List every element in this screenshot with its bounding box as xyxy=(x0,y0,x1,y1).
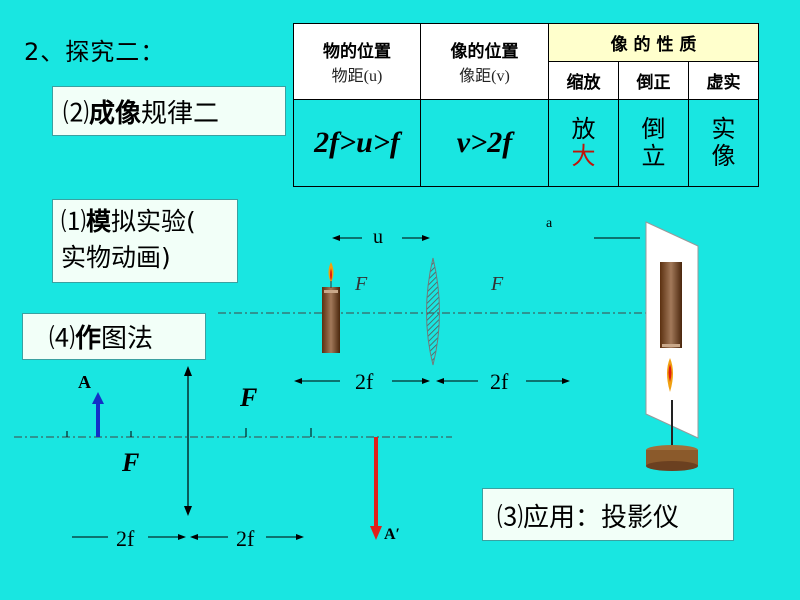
imaging-rule-box[interactable]: ⑵成像规律二 xyxy=(52,86,286,136)
ray-lens-bottom-head xyxy=(184,506,192,516)
object-arrow-A-head xyxy=(92,392,104,404)
image-properties-header: 像 的 性 质 xyxy=(548,23,759,62)
twof-left-label: 2f xyxy=(355,369,374,394)
rule-box-number: ⑵ xyxy=(63,99,90,129)
image-distance-label: 像距(v) xyxy=(459,68,510,85)
simulation-rest2: 实物动画) xyxy=(61,243,171,272)
simulation-bold: 模 xyxy=(86,207,112,236)
point-A-prime-label: A′ xyxy=(384,526,401,543)
imaging-properties-table: 物的位置 物距(u) 像的位置 像距(v) 像 的 性 质 缩放 倒正 虚实 2… xyxy=(293,23,759,187)
drawing-method-box[interactable]: ⑷作图法 xyxy=(22,313,206,360)
twof-right-label: 2f xyxy=(490,369,509,394)
simulation-rest1: 拟实验( xyxy=(111,207,196,236)
scale-char-2: 大 xyxy=(571,142,596,170)
projected-candle-image xyxy=(660,262,682,392)
twof-right-arrow-b-head xyxy=(562,378,570,384)
simulation-experiment-box[interactable]: ⑴模拟实验( 实物动画) xyxy=(52,199,238,283)
rule-box-rest: 规律二 xyxy=(141,99,220,129)
orientation-char-1: 倒 xyxy=(641,115,666,143)
rule-box-bold: 成像 xyxy=(89,99,142,129)
image-position-cell: v>2f xyxy=(420,99,549,187)
application-box[interactable]: ⑶应用：投影仪 xyxy=(482,488,734,541)
simulation-line-1: ⑴模拟实验( xyxy=(61,204,237,240)
object-distance-label: 物距(u) xyxy=(331,68,383,85)
simulation-number: ⑴ xyxy=(61,207,87,236)
ray-twof-left-label: 2f xyxy=(116,526,135,551)
scale-cell: 放 大 xyxy=(548,99,619,187)
slide-title: 2、探究二： xyxy=(24,38,166,66)
image-position-header: 像的位置 像距(v) xyxy=(420,23,549,100)
scale-header: 缩放 xyxy=(548,61,619,100)
u-label: u xyxy=(373,226,383,248)
u-right-arrow-head xyxy=(422,235,430,241)
candle-object xyxy=(322,262,340,353)
convex-lens xyxy=(426,257,440,366)
u-left-arrow-head xyxy=(332,235,340,241)
f-lower-label: F xyxy=(122,448,140,477)
image-position-label: 像的位置 xyxy=(450,42,519,62)
ray-twof-right-label: 2f xyxy=(236,526,255,551)
object-position-cell: 2f>u>f xyxy=(293,99,421,187)
nature-header: 虚实 xyxy=(688,61,759,100)
a-label: a xyxy=(546,216,553,231)
nature-char-1: 实 xyxy=(711,115,736,143)
drawing-bold: 作 xyxy=(75,324,102,354)
f-right-label: F xyxy=(491,273,504,295)
twof-right-arrow-a-head xyxy=(436,378,444,384)
f-left-label: F xyxy=(355,273,368,295)
object-position-header: 物的位置 物距(u) xyxy=(293,23,421,100)
ray-twof-right-b-head xyxy=(296,534,304,540)
point-A-label: A xyxy=(78,372,91,392)
twof-left-arrow-a-head xyxy=(294,378,302,384)
scale-char-1: 放 xyxy=(571,115,596,143)
orientation-char-2: 立 xyxy=(641,142,666,170)
drawing-rest: 图法 xyxy=(101,324,154,354)
drawing-number: ⑷ xyxy=(49,324,76,354)
ray-twof-left-b-head xyxy=(178,534,186,540)
nature-cell: 实 像 xyxy=(688,99,759,187)
screen-stand-base-bottom xyxy=(646,461,698,471)
ray-twof-right-a-head xyxy=(190,534,198,540)
f-upper-label: F xyxy=(240,383,258,412)
orientation-cell: 倒 立 xyxy=(618,99,689,187)
image-arrow-A-prime-head xyxy=(370,526,382,540)
nature-char-2: 像 xyxy=(711,142,736,170)
application-rest: 应用：投影仪 xyxy=(523,503,680,533)
object-position-label: 物的位置 xyxy=(323,42,391,62)
application-number: ⑶ xyxy=(497,503,524,533)
twof-left-arrow-b-head xyxy=(422,378,430,384)
ray-lens-top-head xyxy=(184,366,192,376)
